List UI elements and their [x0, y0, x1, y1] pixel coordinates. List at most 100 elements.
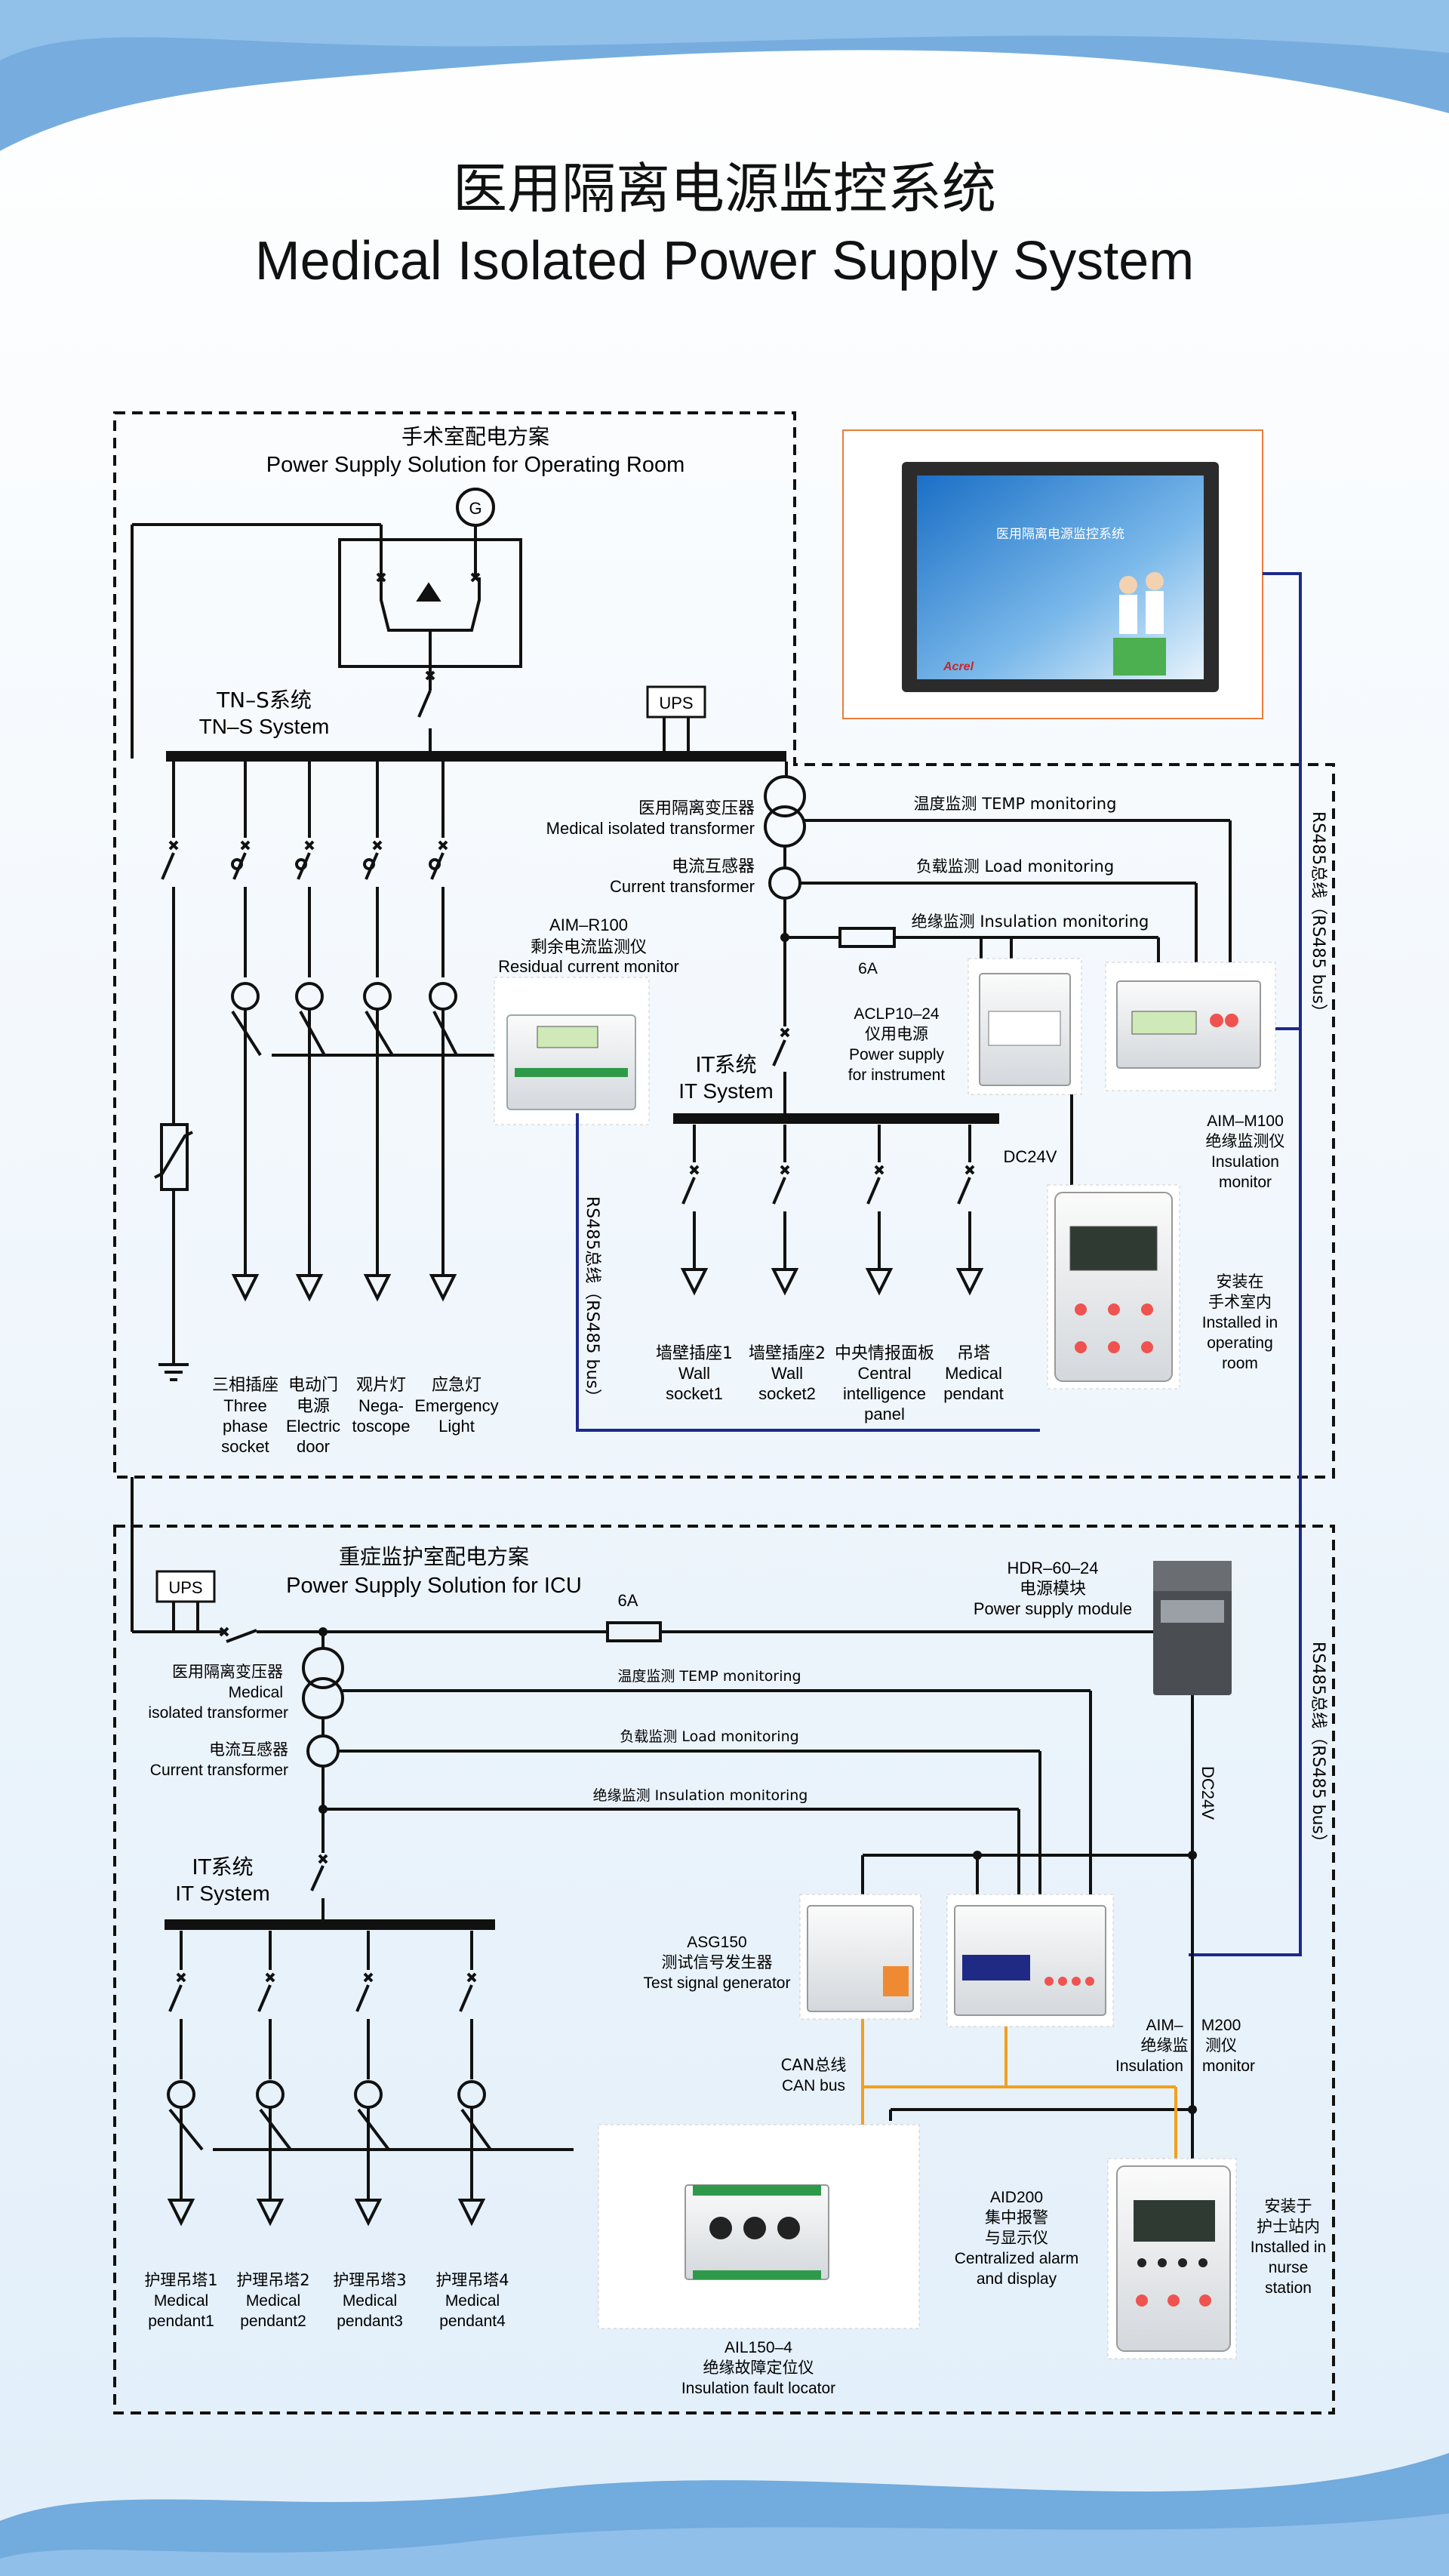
icu-transformer-en2: isolated transformer: [148, 1704, 288, 1722]
icu-it-busbar: [165, 1919, 495, 1930]
icu-dashed-frame: [113, 1525, 1335, 2414]
icu-load-3-cn: 护理吊塔3: [333, 2271, 406, 2289]
icu-load-1-cn: 护理吊塔1: [144, 2271, 217, 2289]
it-load-4-cn: 吊塔: [957, 1344, 990, 1363]
hdr-label: HDR–60–24 电源模块 Power supply module: [974, 1559, 1132, 1618]
asg-device: [807, 1905, 914, 2012]
aim-m100-device: [1116, 980, 1261, 1069]
asg-model: ASG150: [687, 1934, 746, 1951]
icu-temp-label: 温度监测 TEMP monitoring: [617, 1668, 801, 1685]
or-display-device: [1054, 1192, 1173, 1382]
aim-m100-model: AIM–M100: [1207, 1113, 1284, 1130]
aim-m200-en1: Insulation: [1115, 2057, 1183, 2075]
can-label-cn: CAN总线: [781, 2056, 847, 2074]
monitor-brand: Acrel: [943, 660, 974, 673]
ail-device: [685, 2184, 829, 2280]
svg-text:room: room: [1222, 1355, 1258, 1372]
tn-load-3-en1: Nega-: [358, 1396, 404, 1415]
can-bus-lines: [861, 2019, 1177, 2159]
it-load-2-en1: Wall: [771, 1364, 803, 1383]
ail-cn: 绝缘故障定位仪: [703, 2359, 814, 2377]
icu-junction-insul: [318, 1805, 328, 1814]
aim-r100-model: AIM–R100: [549, 916, 628, 934]
aid-en2: and display: [977, 2270, 1057, 2288]
hdr-cn: 电源模块: [1020, 1580, 1086, 1599]
icu-junction-top: [318, 1627, 328, 1636]
asg-en: Test signal generator: [644, 1974, 791, 1992]
aim-m200-model2: M200: [1201, 2017, 1241, 2034]
svg-text:手术室内: 手术室内: [1208, 1293, 1272, 1311]
icu-title-cn: 重症监护室配电方案: [339, 1544, 529, 1569]
svg-text:station: station: [1265, 2279, 1312, 2297]
or-insul-label: 绝缘监测 Insulation monitoring: [912, 913, 1149, 931]
or-load-label: 负载监测 Load monitoring: [916, 857, 1114, 876]
tn-load-2-cn: 电动门: [288, 1376, 338, 1395]
aim-m100-cn: 绝缘监测仪: [1206, 1132, 1285, 1150]
svg-text:operating: operating: [1207, 1334, 1273, 1352]
aim-m100-en1: Insulation: [1211, 1153, 1279, 1171]
icu-it-cn: IT系统: [192, 1854, 253, 1879]
svg-text:Installed in: Installed in: [1251, 2239, 1326, 2256]
aid-model: AID200: [990, 2189, 1043, 2206]
or-section: [113, 411, 1335, 1479]
asg-label: ASG150 测试信号发生器 Test signal generator: [644, 1934, 791, 1992]
icu-title-en: Power Supply Solution for ICU: [286, 1574, 582, 1598]
aim-m100-label: AIM–M100 绝缘监测仪 Insulation monitor: [1206, 1113, 1285, 1191]
tns-feeders: [154, 762, 502, 1381]
aid-cn1: 集中报警: [985, 2208, 1048, 2227]
icu-it-en: IT System: [175, 1882, 270, 1905]
svg-text:nurse: nurse: [1269, 2259, 1309, 2276]
icu-ct-cn: 电流互感器: [209, 1740, 288, 1759]
monitor-screen-title: 医用隔离电源监控系统: [996, 527, 1124, 542]
ail-model: AIL150–4: [724, 2339, 792, 2356]
icu-ups-label: UPS: [168, 1578, 202, 1597]
icu-junction-dc2: [1188, 1851, 1197, 1860]
icu-labels: 6A 医用隔离变压器 Medical isolated transformer …: [148, 1591, 808, 1804]
aim-m200-model1: AIM–: [1146, 2017, 1183, 2034]
tn-load-3-en2: toscope: [352, 1417, 410, 1436]
or-transformer-en: Medical isolated transformer: [546, 819, 755, 838]
aim-m100-en2: monitor: [1219, 1174, 1272, 1191]
aim-m200-label: AIM– M200 绝缘监 测仪 Insulation monitor: [1115, 2017, 1255, 2075]
icu-load-1-en1: Medical: [154, 2292, 208, 2310]
icu-section: [113, 1525, 1335, 2414]
svg-text:安装在: 安装在: [1217, 1273, 1264, 1291]
icu-load-2-en1: Medical: [246, 2292, 300, 2310]
tn-load-1-cn: 三相插座: [212, 1376, 278, 1395]
can-label-en: CAN bus: [782, 2077, 845, 2094]
or-title-en: Power Supply Solution for Operating Room: [266, 453, 685, 477]
tn-load-4-en1: Emergency: [414, 1396, 498, 1415]
or-rs485-inner: RS485总线（RS485 bus）: [583, 1196, 601, 1405]
or-ups-box: [646, 685, 706, 719]
it-label-en: IT System: [678, 1079, 774, 1103]
tn-load-3-cn: 观片灯: [356, 1376, 406, 1395]
or-title-cn: 手术室配电方案: [401, 424, 549, 449]
aim-r100-label: AIM–R100 剩余电流监测仪 Residual current monito…: [498, 916, 679, 976]
it-load-3-en2: intelligence: [843, 1384, 926, 1403]
it-load-labels: 墙壁插座1 Wall socket1 墙壁插座2 Wall socket2 中央…: [656, 1344, 1004, 1423]
it-busbar: [673, 1113, 999, 1124]
aim-m200-en2: monitor: [1202, 2057, 1255, 2075]
aid-label: AID200 集中报警 与显示仪 Centralized alarm and d…: [955, 2189, 1079, 2288]
tns-label-cn: TN–S系统: [216, 688, 312, 712]
icu-dc24v: DC24V: [1198, 1766, 1217, 1820]
bottom-wave-light: [0, 2513, 1449, 2576]
it-load-2-en2: socket2: [758, 1384, 816, 1403]
icu-load-2-cn: 护理吊塔2: [236, 2271, 309, 2289]
rs485-lines: [576, 572, 1302, 1956]
monitor-figures: [1113, 572, 1166, 676]
icu-fuse-label: 6A: [618, 1591, 638, 1610]
icu-wiring: [131, 1477, 1194, 2227]
it-load-1-en1: Wall: [678, 1364, 710, 1383]
tns-label-en: TN–S System: [199, 715, 330, 738]
it-load-1-en2: socket1: [666, 1384, 723, 1403]
aclp-model: ACLP10–24: [854, 1005, 940, 1023]
or-power-source: [131, 488, 522, 759]
hdr-device: [1153, 1561, 1232, 1695]
icu-ct-en: Current transformer: [150, 1762, 288, 1779]
icu-load-2-en2: pendant2: [240, 2313, 306, 2330]
or-fuse-label: 6A: [858, 960, 878, 977]
svg-text:护士站内: 护士站内: [1257, 2217, 1320, 2236]
icu-insul-label: 绝缘监测 Insulation monitoring: [593, 1787, 808, 1804]
